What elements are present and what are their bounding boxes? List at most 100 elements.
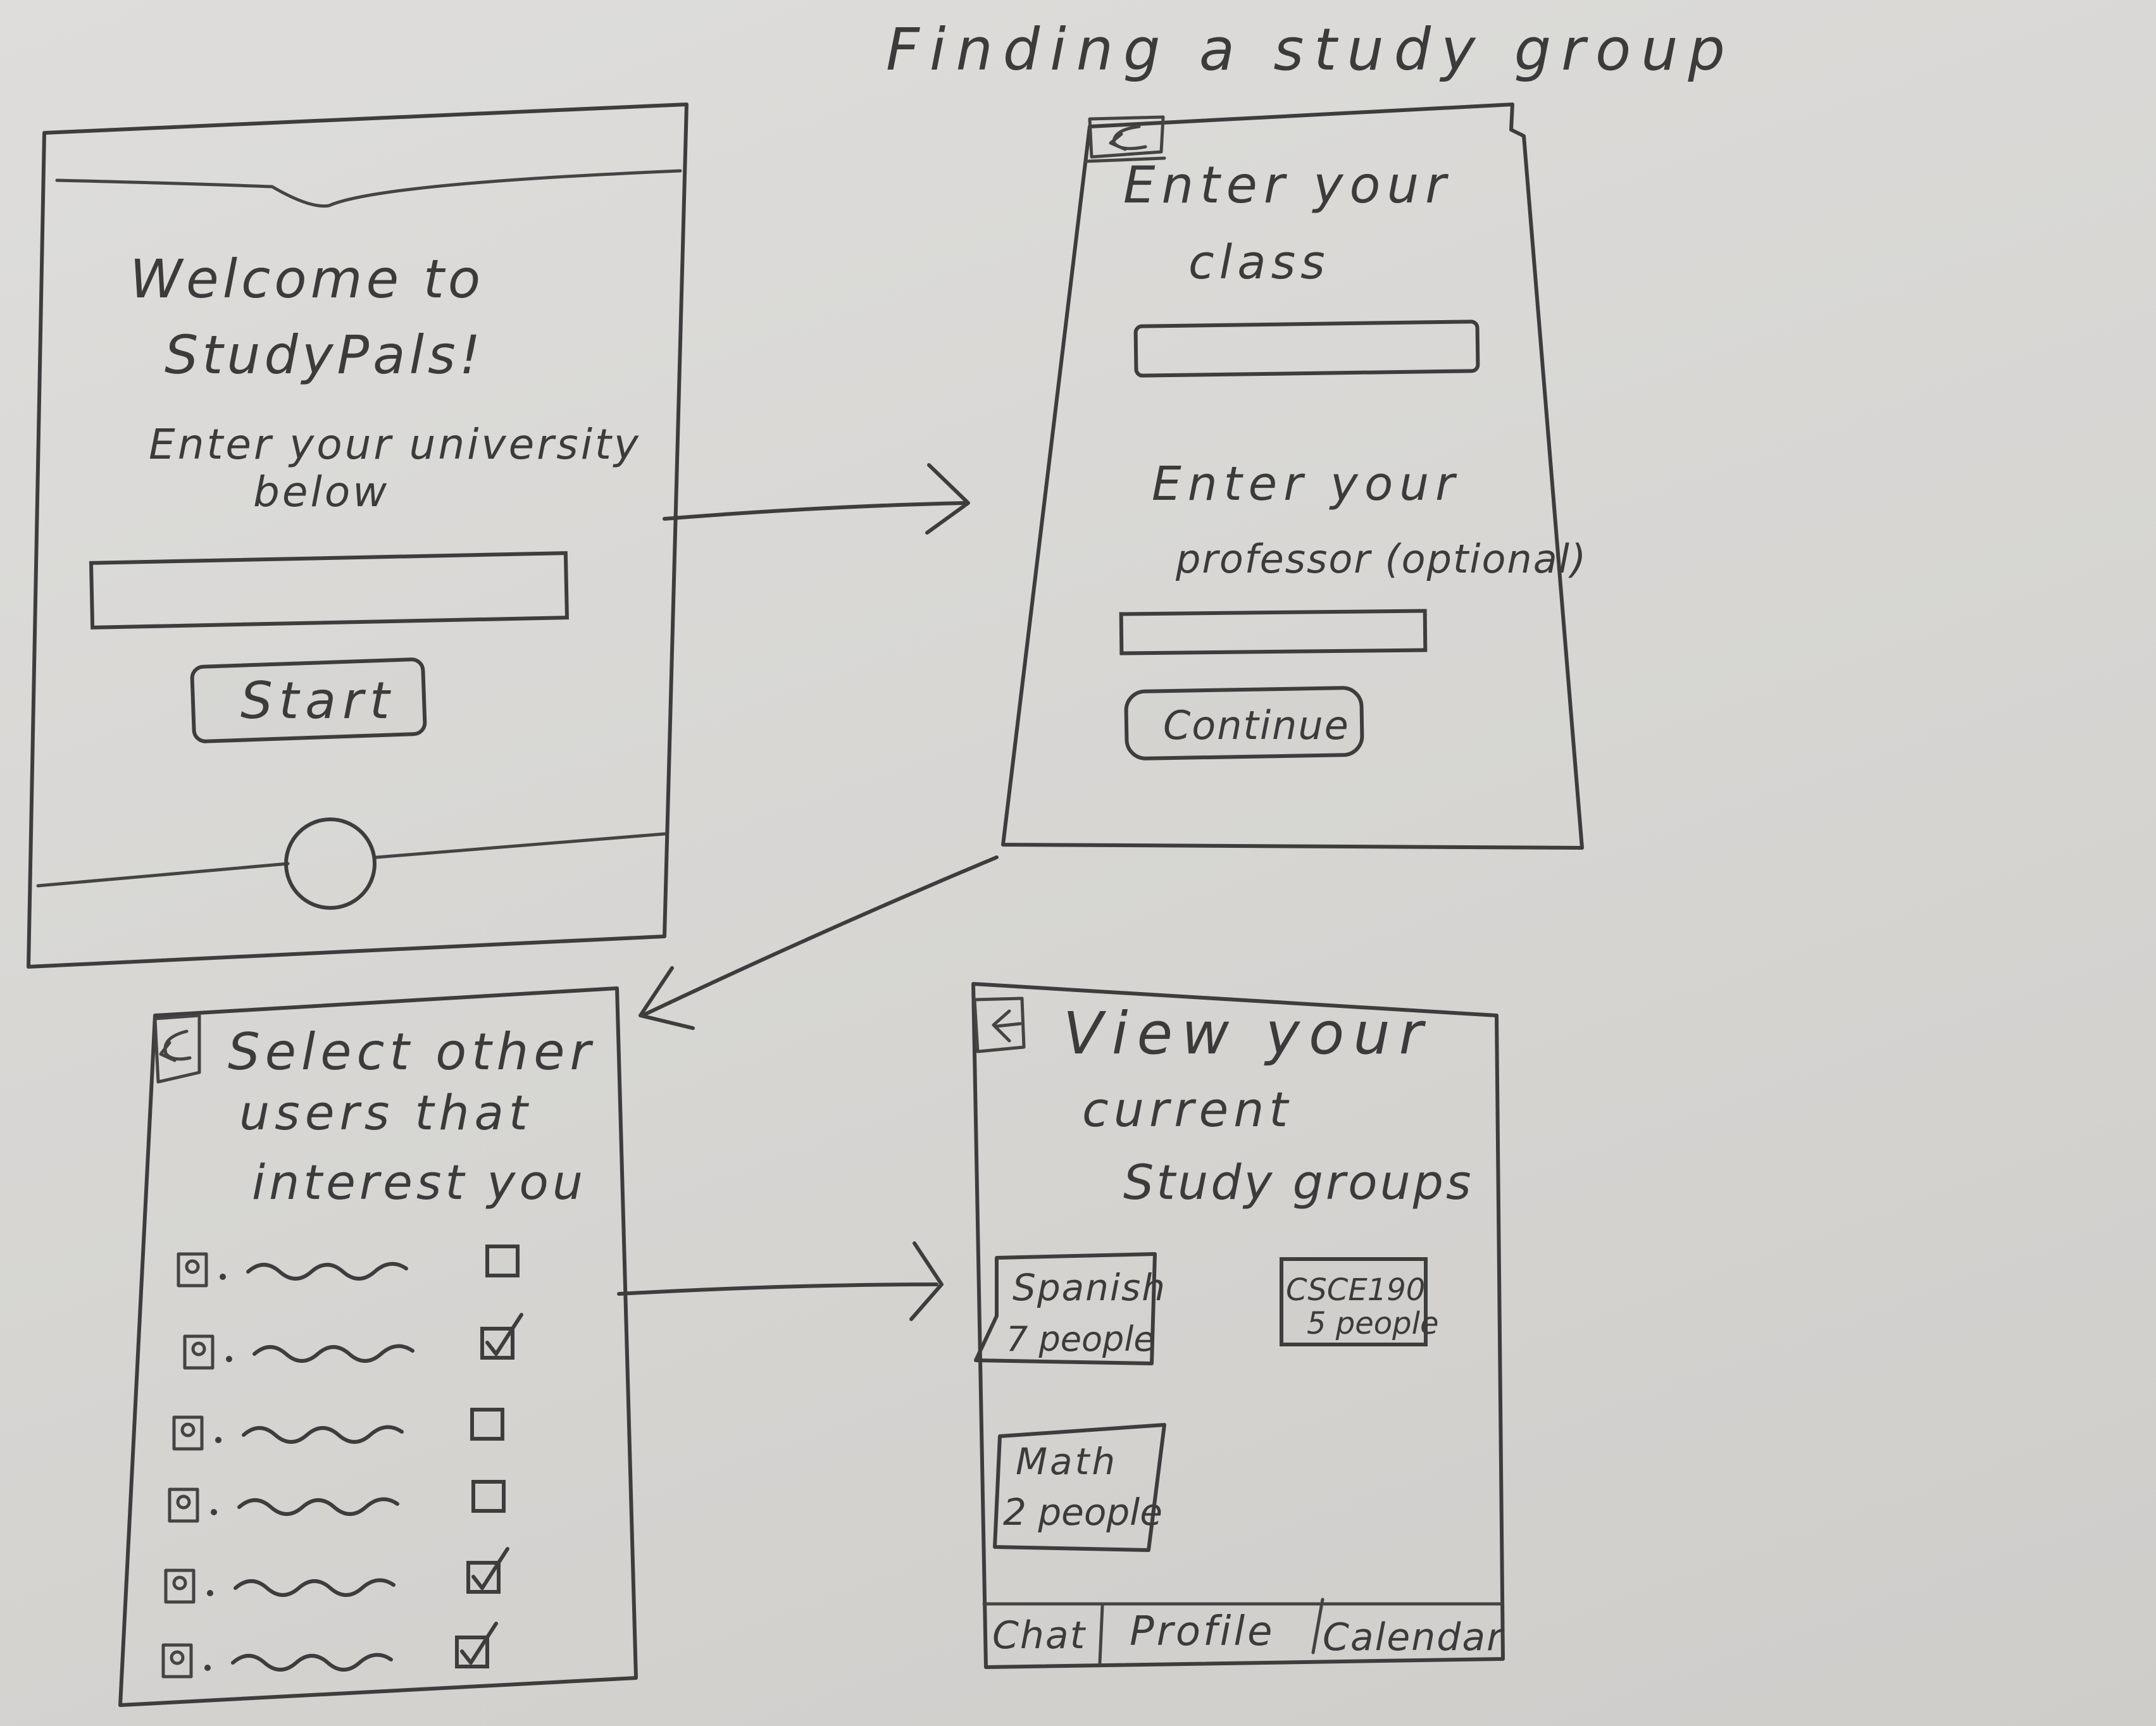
user-bullet xyxy=(215,1437,221,1443)
user-checkbox-checked[interactable] xyxy=(466,1561,501,1594)
class-input[interactable] xyxy=(1133,320,1480,378)
groups-heading-line2: current xyxy=(1082,1081,1293,1138)
back-arrow-icon[interactable] xyxy=(153,1014,201,1084)
user-row[interactable] xyxy=(183,1313,523,1370)
back-arrow-icon[interactable] xyxy=(1088,115,1165,159)
group-card-csce190-members[interactable]: 5 people xyxy=(1307,1306,1439,1341)
continue-button-label[interactable]: Continue xyxy=(1163,702,1350,748)
screen-select-users-frame xyxy=(118,986,638,1707)
flow-arrow-users-to-groups xyxy=(617,1241,944,1321)
screen-welcome-top-bar xyxy=(55,169,682,208)
user-bullet xyxy=(226,1356,232,1362)
professor-prompt-line1: Enter your xyxy=(1152,457,1461,511)
back-arrow-icon[interactable] xyxy=(973,996,1026,1053)
user-bullet xyxy=(220,1274,226,1280)
user-avatar-head-icon xyxy=(185,1259,200,1274)
user-checkbox[interactable] xyxy=(471,1480,506,1513)
user-checkbox-checked[interactable] xyxy=(455,1636,489,1668)
checkmark-icon xyxy=(485,1313,523,1356)
user-avatar-head-icon xyxy=(191,1341,206,1357)
user-bullet xyxy=(204,1665,211,1671)
welcome-heading-line1: Welcome to xyxy=(130,248,484,310)
user-avatar-head-icon xyxy=(172,1575,187,1591)
start-button-label[interactable]: Start xyxy=(240,671,396,730)
screen-select-users: Select other users that interest you xyxy=(118,986,638,1707)
university-input[interactable] xyxy=(89,551,570,630)
screen-study-groups-frame xyxy=(971,982,1505,1669)
group-card-math[interactable]: Math 2 people xyxy=(993,1423,1166,1552)
group-card-math-name[interactable]: Math xyxy=(1016,1440,1118,1483)
class-prompt-line2: class xyxy=(1188,235,1330,290)
bottom-tab-bar: Chat Profile Calendar xyxy=(982,1598,1504,1665)
groups-heading-line1: View your xyxy=(1063,1000,1431,1067)
tab-divider-2 xyxy=(1311,1598,1324,1655)
groups-heading-line3: Study groups xyxy=(1123,1154,1474,1210)
user-avatar-icon xyxy=(183,1334,215,1370)
user-checkbox[interactable] xyxy=(470,1408,504,1441)
flow-arrow-class-to-users xyxy=(639,855,999,1030)
screen-welcome-bottom-bar xyxy=(36,832,666,888)
continue-button-outline[interactable] xyxy=(1124,686,1364,761)
flow-arrow-welcome-to-class xyxy=(663,463,970,535)
user-name-placeholder xyxy=(252,1344,414,1363)
user-avatar-head-icon xyxy=(180,1422,196,1437)
home-button-icon[interactable] xyxy=(284,817,377,910)
group-card-csce190-name[interactable]: CSCE190 xyxy=(1286,1272,1425,1308)
university-prompt-line2: below xyxy=(253,468,389,516)
screen-welcome: Welcome to StudyPals! Enter your univers… xyxy=(27,102,689,969)
checkmark-icon xyxy=(471,1547,509,1590)
group-card-math-members[interactable]: 2 people xyxy=(1003,1491,1162,1534)
user-name-placeholder xyxy=(234,1578,396,1597)
user-list xyxy=(161,1245,523,1679)
tab-profile[interactable]: Profile xyxy=(1130,1608,1275,1655)
group-card-spanish-outline[interactable] xyxy=(974,1252,1157,1365)
continue-button[interactable]: Continue xyxy=(1124,686,1364,761)
user-avatar-icon xyxy=(172,1415,204,1451)
group-card-spanish-members[interactable]: 7 people xyxy=(1006,1319,1155,1359)
user-avatar-icon xyxy=(168,1487,199,1523)
professor-prompt-line2: professor (optional) xyxy=(1175,536,1587,582)
tab-divider-1 xyxy=(1098,1604,1104,1665)
screen-study-groups: View your current Study groups Spanish 7… xyxy=(971,982,1505,1669)
user-checkbox-checked[interactable] xyxy=(480,1327,514,1360)
user-checkbox[interactable] xyxy=(485,1245,520,1277)
screen-class: Enter your class Enter your professor (o… xyxy=(1001,102,1587,850)
user-row[interactable] xyxy=(172,1408,504,1451)
user-bullet xyxy=(211,1509,217,1515)
diagram-title: Finding a study group xyxy=(886,16,1735,84)
start-button[interactable]: Start xyxy=(190,657,427,743)
screen-class-header-divider xyxy=(1083,156,1166,163)
user-row[interactable] xyxy=(168,1480,506,1523)
user-avatar-icon xyxy=(177,1252,208,1288)
user-row[interactable] xyxy=(177,1245,520,1288)
user-avatar-head-icon xyxy=(170,1650,185,1665)
class-prompt-line1: Enter your xyxy=(1123,156,1452,214)
group-card-spanish[interactable]: Spanish 7 people xyxy=(974,1252,1166,1365)
group-card-math-outline[interactable] xyxy=(993,1423,1166,1552)
select-users-heading-line1: Select other xyxy=(228,1022,595,1081)
user-avatar-icon xyxy=(164,1568,196,1604)
user-avatar-icon xyxy=(161,1643,193,1679)
user-name-placeholder xyxy=(242,1425,404,1444)
user-row[interactable] xyxy=(164,1547,509,1604)
group-card-spanish-name[interactable]: Spanish xyxy=(1013,1266,1166,1309)
user-name-placeholder xyxy=(231,1653,393,1672)
user-bullet xyxy=(207,1590,213,1596)
user-name-placeholder xyxy=(246,1262,408,1281)
group-card-csce190[interactable]: CSCE190 5 people xyxy=(1280,1257,1439,1346)
user-name-placeholder xyxy=(237,1497,399,1516)
start-button-outline[interactable] xyxy=(190,657,427,743)
university-prompt-line1: Enter your university xyxy=(149,420,641,469)
professor-input[interactable] xyxy=(1119,609,1428,655)
group-card-csce190-outline[interactable] xyxy=(1280,1257,1428,1346)
checkmark-icon xyxy=(460,1622,498,1665)
welcome-heading-line2: StudyPals! xyxy=(165,324,484,386)
tab-chat[interactable]: Chat xyxy=(992,1613,1087,1658)
user-row[interactable] xyxy=(161,1622,498,1679)
tab-calendar[interactable]: Calendar xyxy=(1323,1615,1504,1660)
select-users-heading-line3: interest you xyxy=(252,1154,587,1210)
select-users-heading-line2: users that xyxy=(239,1084,533,1141)
screen-class-frame xyxy=(1001,102,1584,850)
